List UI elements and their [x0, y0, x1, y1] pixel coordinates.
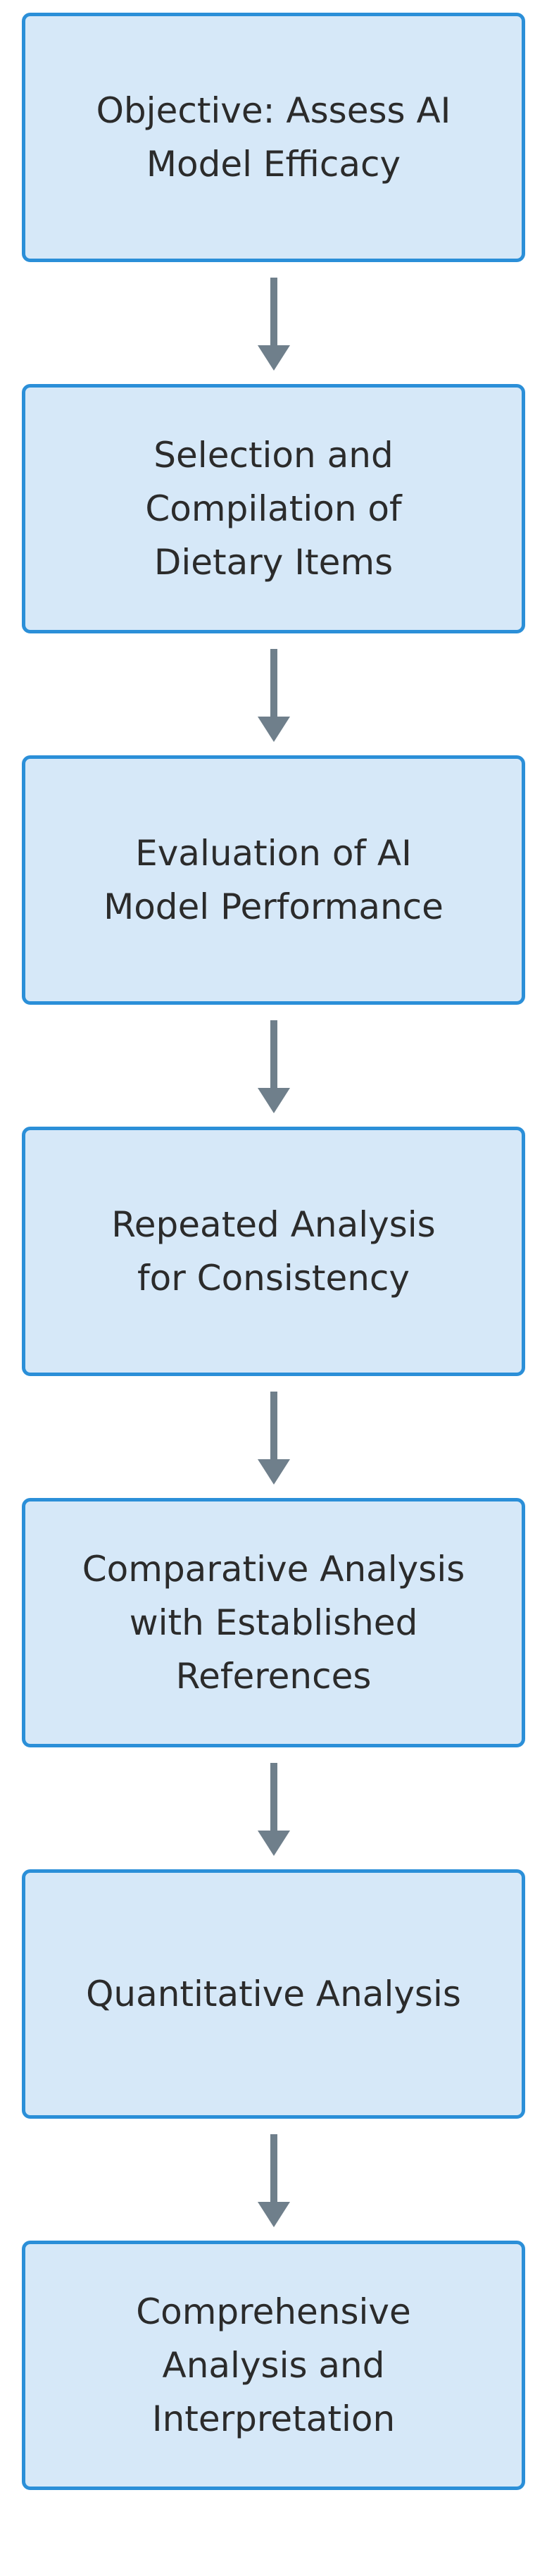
- step-label: Quantitative Analysis: [86, 1974, 461, 2014]
- step-box-quantitative-analysis: Quantitative Analysis: [22, 1869, 525, 2119]
- step-box-comparative-analysis: Comparative Analysis with Established Re…: [22, 1498, 525, 1747]
- step-box-evaluation: Evaluation of AI Model Performance: [22, 755, 525, 1005]
- down-arrow-icon: [258, 1020, 290, 1113]
- step-label: Objective: Assess AI Model Efficacy: [96, 90, 451, 185]
- step-box-comprehensive-analysis: Comprehensive Analysis and Interpretatio…: [22, 2241, 525, 2490]
- step-label: Comprehensive Analysis and Interpretatio…: [136, 2291, 411, 2439]
- down-arrow-icon: [258, 1763, 290, 1856]
- step-label: Selection and Compilation of Dietary Ite…: [145, 435, 402, 583]
- down-arrow-icon: [258, 1392, 290, 1485]
- down-arrow-icon: [258, 649, 290, 742]
- step-label: Repeated Analysis for Consistency: [111, 1204, 436, 1299]
- down-arrow-icon: [258, 278, 290, 371]
- step-box-repeated-analysis: Repeated Analysis for Consistency: [22, 1127, 525, 1376]
- step-label: Comparative Analysis with Established Re…: [82, 1549, 465, 1697]
- down-arrow-icon: [258, 2134, 290, 2227]
- step-label: Evaluation of AI Model Performance: [103, 833, 444, 927]
- step-box-selection: Selection and Compilation of Dietary Ite…: [22, 384, 525, 633]
- step-box-objective: Objective: Assess AI Model Efficacy: [22, 13, 525, 262]
